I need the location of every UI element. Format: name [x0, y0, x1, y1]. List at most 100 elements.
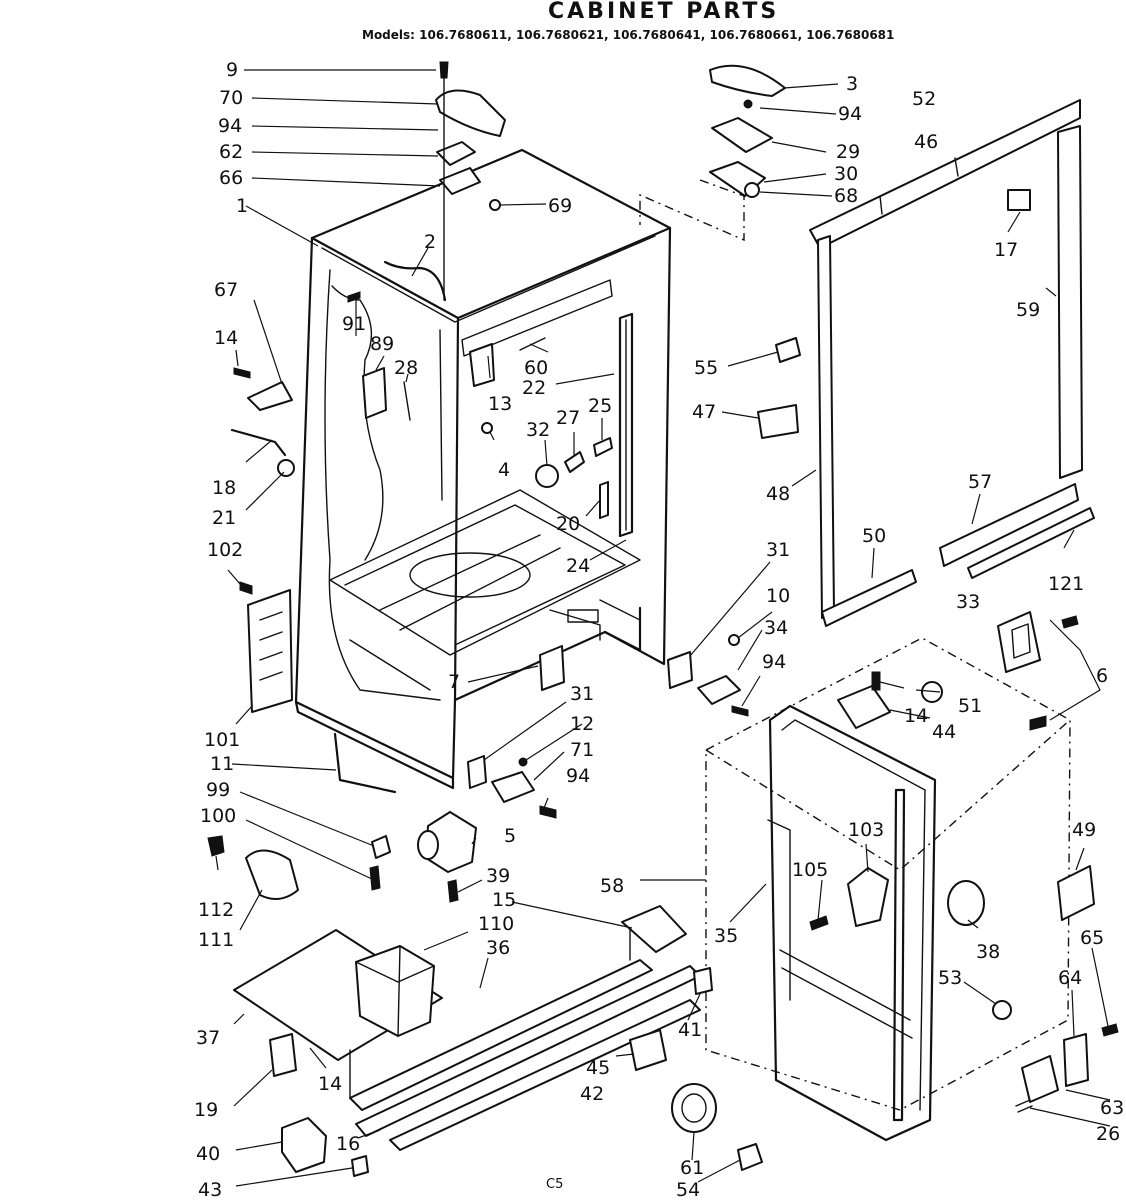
door-gasket-frame — [809, 99, 1095, 627]
label-68: 68 — [834, 185, 858, 207]
part-51-knob — [921, 681, 943, 703]
label-6: 6 — [1096, 665, 1108, 687]
label-41: 41 — [678, 1019, 702, 1041]
part-53-knob — [992, 1000, 1012, 1020]
footer-code: C5 — [546, 1177, 563, 1192]
label-71: 71 — [570, 739, 594, 761]
label-94c: 94 — [762, 651, 786, 673]
label-42: 42 — [580, 1083, 604, 1105]
label-53: 53 — [938, 967, 962, 989]
part-94-screw-c — [539, 805, 557, 819]
label-57: 57 — [968, 471, 992, 493]
label-11: 11 — [210, 753, 234, 775]
part-13-part — [469, 343, 495, 387]
part-21-grommet — [277, 459, 295, 477]
part-15-bracket — [621, 905, 687, 953]
part-11-tube — [333, 732, 397, 794]
part-66-hinge — [439, 167, 481, 195]
label-62: 62 — [219, 141, 243, 163]
label-25: 25 — [588, 395, 612, 417]
label-31: 31 — [766, 539, 790, 561]
label-64: 64 — [1058, 967, 1082, 989]
part-29-hinge — [711, 117, 773, 153]
part-63-plate — [1021, 1055, 1059, 1103]
part-100-screw — [369, 865, 381, 891]
part-112-screw — [207, 835, 225, 857]
part-89-bracket — [362, 367, 387, 419]
label-110: 110 — [478, 913, 514, 935]
part-61-knob — [671, 1083, 717, 1133]
label-121: 121 — [1048, 573, 1084, 595]
label-28: 28 — [394, 357, 418, 379]
label-48: 48 — [766, 483, 790, 505]
label-24: 24 — [566, 555, 590, 577]
part-71-bracket — [491, 771, 535, 803]
label-12: 12 — [570, 713, 594, 735]
part-14-screw — [233, 367, 251, 379]
part-19-bracket — [269, 1033, 297, 1077]
part-25-part — [593, 437, 613, 457]
part-40-block — [281, 1117, 327, 1173]
part-64-bracket — [1063, 1033, 1089, 1087]
label-10: 10 — [766, 585, 790, 607]
part-18-tube — [230, 428, 287, 457]
label-7: 7 — [448, 671, 460, 693]
label-35: 35 — [714, 925, 738, 947]
part-105-screw — [809, 915, 829, 931]
label-47: 47 — [692, 401, 716, 423]
part-60-part — [519, 337, 546, 351]
label-65: 65 — [1080, 927, 1104, 949]
part-33-box — [997, 611, 1041, 673]
label-14: 14 — [214, 327, 238, 349]
part-36-rail — [349, 929, 701, 1151]
label-31b: 31 — [570, 683, 594, 705]
part-99-clip — [371, 835, 391, 859]
label-91: 91 — [342, 313, 366, 335]
part-101-panel — [247, 589, 293, 713]
label-19: 19 — [194, 1099, 218, 1121]
label-22: 22 — [522, 377, 546, 399]
part-26-part — [1015, 1099, 1033, 1113]
label-89: 89 — [370, 333, 394, 355]
label-15: 15 — [492, 889, 516, 911]
label-45: 45 — [586, 1057, 610, 1079]
label-32: 32 — [526, 419, 550, 441]
part-44-bracket — [837, 685, 891, 729]
label-94b: 94 — [838, 103, 862, 125]
label-14c: 14 — [318, 1073, 342, 1095]
part-67-bracket — [247, 381, 293, 411]
label-29: 29 — [836, 141, 860, 163]
label-50: 50 — [862, 525, 886, 547]
label-100: 100 — [200, 805, 236, 827]
part-6-screw-b — [1029, 715, 1047, 731]
part-10-washer — [728, 634, 740, 646]
label-36: 36 — [486, 937, 510, 959]
part-65-screw — [1101, 1023, 1119, 1037]
label-66: 66 — [219, 167, 243, 189]
part-54-cap — [737, 1143, 763, 1171]
label-102: 102 — [207, 539, 243, 561]
door-assembly — [705, 637, 1071, 1142]
part-94-screw-b — [731, 705, 749, 717]
part-27-part — [564, 451, 585, 473]
leader-lines — [215, 69, 1111, 1187]
label-59: 59 — [1016, 299, 1040, 321]
part-43-cap — [351, 1155, 369, 1177]
part-4-clip — [481, 422, 493, 434]
label-67: 67 — [214, 279, 238, 301]
label-14b: 14 — [904, 705, 928, 727]
diagram-title: CABINET PARTS — [548, 0, 779, 24]
part-7-bracket — [539, 645, 565, 691]
label-4: 4 — [498, 459, 510, 481]
label-43: 43 — [198, 1179, 222, 1200]
cabinet-shell — [294, 148, 672, 790]
label-44: 44 — [932, 721, 956, 743]
label-94: 94 — [218, 115, 242, 137]
models-line: Models: 106.7680611, 106.7680621, 106.76… — [362, 28, 894, 42]
part-45-bracket — [629, 1029, 667, 1071]
part-94-screw — [743, 99, 753, 109]
label-70: 70 — [219, 87, 243, 109]
part-28-pin — [403, 381, 411, 421]
part-69-washer — [489, 199, 501, 211]
label-55: 55 — [694, 357, 718, 379]
